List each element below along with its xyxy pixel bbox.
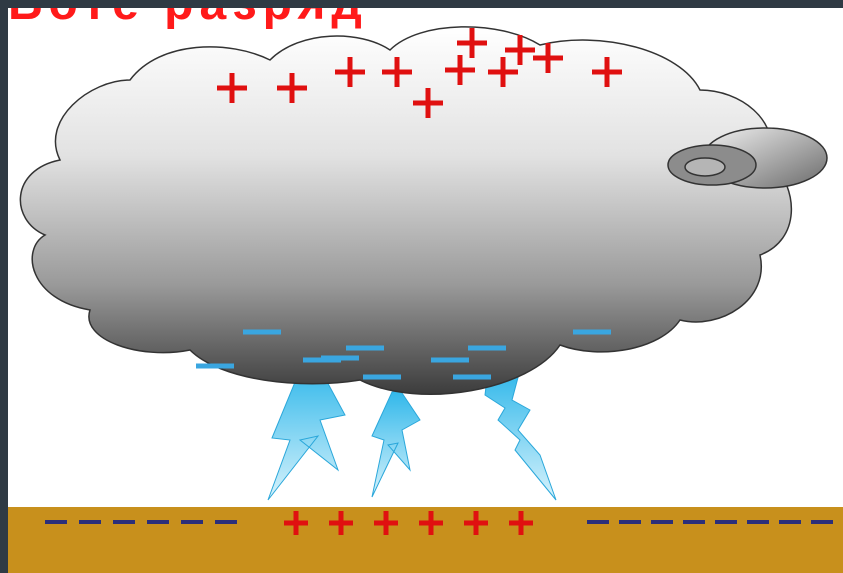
negative-charge <box>196 364 234 369</box>
lightning-bolt-right <box>485 370 556 500</box>
ground-negative-charge <box>45 520 67 524</box>
ground-positive-charge <box>329 511 353 535</box>
ground-negative-charge <box>181 520 203 524</box>
negative-charge <box>573 330 611 335</box>
negative-charge <box>431 358 469 363</box>
negative-charge <box>243 330 281 335</box>
ground-negative-charge <box>683 520 705 524</box>
negative-charge <box>453 375 491 380</box>
negative-charge <box>363 375 401 380</box>
ground-positive-charge <box>509 511 533 535</box>
negative-charge <box>321 356 359 361</box>
ground-negative-charge <box>779 520 801 524</box>
ground-negative-charge <box>619 520 641 524</box>
ground-negative-charge <box>715 520 737 524</box>
ground-negative-charge <box>147 520 169 524</box>
lightning-bolt-middle <box>372 390 420 497</box>
lightning-bolt-left <box>268 365 345 500</box>
ground-positive-charge <box>419 511 443 535</box>
ground-negative-charge <box>651 520 673 524</box>
storm-cloud <box>20 27 791 394</box>
negative-charge <box>346 346 384 351</box>
ground-negative-charge <box>79 520 101 524</box>
ground-negative-charge <box>811 520 833 524</box>
ground-charges <box>45 511 833 535</box>
ground-negative-charge <box>747 520 769 524</box>
ground-positive-charge <box>464 511 488 535</box>
negative-charge <box>468 346 506 351</box>
ground-negative-charge <box>215 520 237 524</box>
ground-positive-charge <box>374 511 398 535</box>
ground-negative-charge <box>587 520 609 524</box>
ground-negative-charge <box>113 520 135 524</box>
ground-positive-charge <box>284 511 308 535</box>
